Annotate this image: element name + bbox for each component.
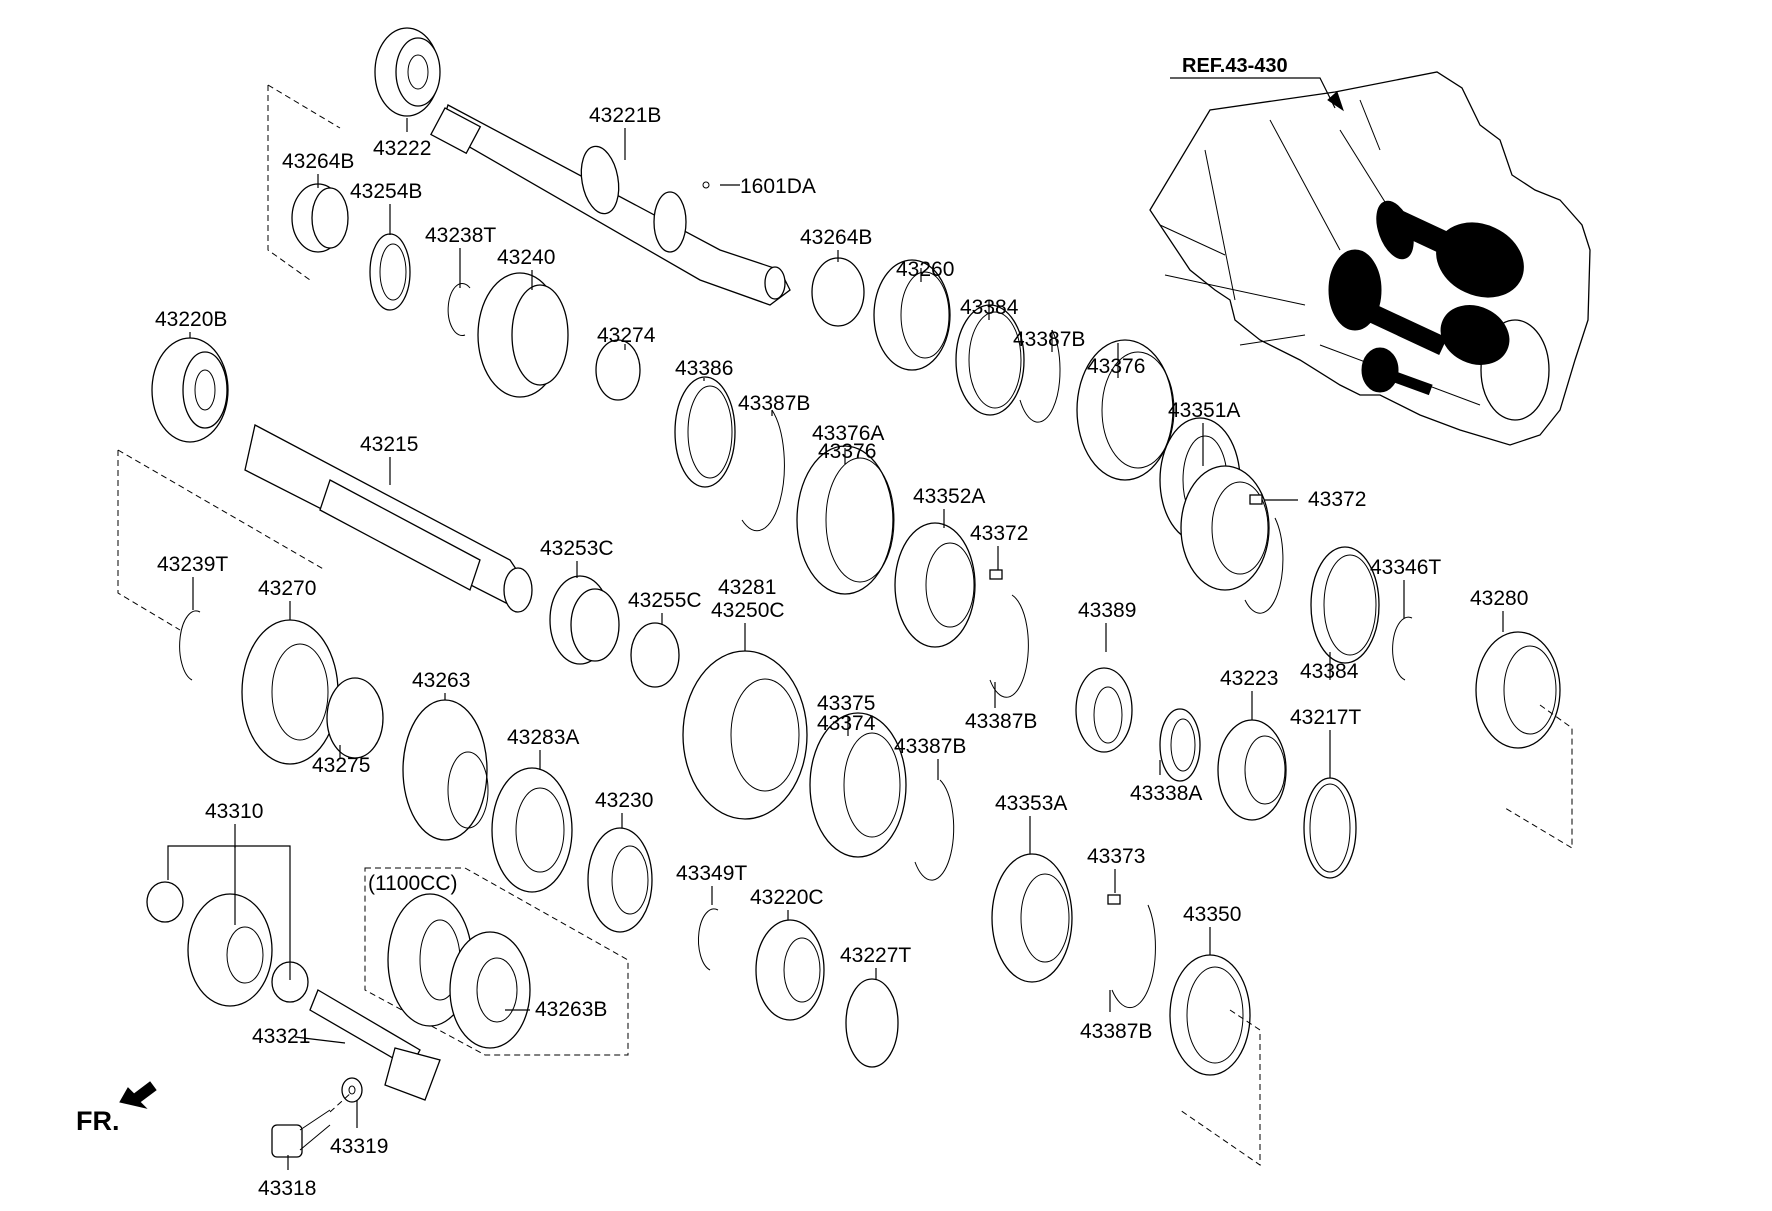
reverse-idler-assembly [146,881,441,1158]
leader-line [294,1036,346,1044]
part-number-label[interactable]: 43255C [628,589,702,612]
output-shaft-assembly [151,337,680,688]
part-number-label[interactable]: 43389 [1078,599,1136,622]
part-number-label[interactable]: 43338A [1130,782,1202,805]
part-illustrations-middle [674,376,1561,879]
part-number-label[interactable]: 43384 [960,296,1019,319]
part-number-label[interactable]: 43263B [535,998,607,1021]
part-number-label[interactable]: 43319 [330,1135,388,1158]
front-direction-indicator: FR. [76,1081,157,1136]
part-number-label[interactable]: 43260 [896,258,954,281]
part-number-label[interactable]: 43374 [817,712,876,735]
part-number-label[interactable]: 43263 [412,669,470,692]
part-number-label[interactable]: 43274 [597,324,656,347]
part-number-label[interactable]: 43384 [1300,660,1359,683]
part-number-label[interactable]: 43372 [1308,488,1366,511]
variant-note-label: (1100CC) [368,872,457,895]
part-number-label[interactable]: 43230 [595,789,653,812]
part-number-label[interactable]: 43217T [1290,706,1361,729]
part-number-label[interactable]: 43223 [1220,667,1278,690]
part-number-label[interactable]: 43353A [995,792,1067,815]
front-direction-label: FR. [76,1106,120,1136]
part-number-label[interactable]: 43387B [894,735,966,758]
reference-label[interactable]: REF.43-430 [1182,55,1288,77]
part-number-label[interactable]: 43387B [1013,328,1085,351]
part-number-label[interactable]: 1601DA [740,175,816,198]
part-number-label[interactable]: 43346T [1370,556,1441,579]
leader-lines [167,118,1504,1170]
part-number-label[interactable]: 43239T [157,553,228,576]
part-number-label[interactable]: 43350 [1183,903,1241,926]
transaxle-assembly-illustration [1149,71,1591,446]
part-number-label[interactable]: 43227T [840,944,911,967]
part-number-label[interactable]: 43375 [817,692,875,715]
part-number-label[interactable]: 43352A [913,485,985,508]
plug-marker-icon [702,181,710,189]
part-number-label[interactable]: 43264B [282,150,354,173]
part-number-label[interactable]: 43349T [676,862,747,885]
part-labels: 43222 43221B 1601DA 43264B 43254B43238T43240… [155,104,1528,1200]
part-number-label[interactable]: 43321 [252,1025,310,1048]
part-number-label[interactable]: 43386 [675,357,733,380]
part-number-label[interactable]: 43220B [155,308,227,331]
part-illustrations-lower [179,610,1251,1076]
part-number-label[interactable]: 43221B [589,104,661,127]
part-number-label[interactable]: 43351A [1168,399,1240,422]
alignment-guides [117,84,1573,1166]
part-group-bracket [167,845,291,980]
part-number-label[interactable]: 43372 [970,522,1028,545]
part-number-label[interactable]: 43318 [258,1177,316,1200]
part-number-label[interactable]: 43238T [425,224,496,247]
part-number-label[interactable]: 43376A [812,422,884,445]
gear-cluster-silhouette [1328,200,1524,396]
reference-callout[interactable]: REF.43-430 [1170,55,1344,112]
front-arrow-icon [119,1081,157,1109]
part-number-label[interactable]: 43283A [507,726,579,749]
part-number-label[interactable]: 43222 [373,137,431,160]
part-number-label[interactable]: 43387B [1080,1020,1152,1043]
part-number-label[interactable]: 43250C [711,599,785,622]
part-number-label[interactable]: 43310 [205,800,263,823]
part-number-label[interactable]: 43281 [718,576,776,599]
part-number-label[interactable]: 43376 [818,440,876,463]
part-number-label[interactable]: 43373 [1087,845,1145,868]
part-number-label[interactable]: 43275 [312,754,370,777]
part-number-label[interactable]: 43215 [360,433,418,456]
part-number-label[interactable]: 43220C [750,886,824,909]
part-number-label[interactable]: 43240 [497,246,555,269]
part-number-label[interactable]: 43254B [350,180,422,203]
part-number-label[interactable]: 43376 [1087,355,1145,378]
part-number-label[interactable]: 43264B [800,226,872,249]
part-number-label[interactable]: 43387B [738,392,810,415]
input-shaft-assembly [374,27,791,306]
variant-1100cc-group [364,867,629,1056]
part-number-label[interactable]: 43387B [965,710,1037,733]
part-number-label[interactable]: 43270 [258,577,316,600]
part-number-label[interactable]: 43253C [540,537,614,560]
part-number-label[interactable]: 43280 [1470,587,1528,610]
